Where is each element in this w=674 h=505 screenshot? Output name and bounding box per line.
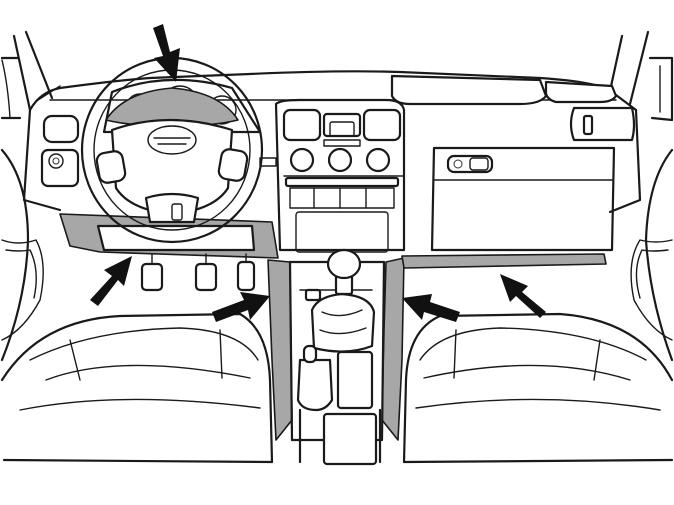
steering-wheel xyxy=(80,56,264,244)
arrow-tunnel-right xyxy=(402,294,460,322)
right-side-vent xyxy=(569,106,636,142)
right-seat xyxy=(402,312,674,464)
left-door-panel xyxy=(0,148,44,362)
right-a-pillar xyxy=(606,30,674,122)
right-sill-trim xyxy=(401,253,607,269)
arrow-steering-wheel xyxy=(153,24,180,82)
arrow-lower-dash-panel xyxy=(90,256,132,306)
left-a-pillar xyxy=(0,30,54,120)
arrow-sill-trim-right xyxy=(500,274,546,318)
left-side-vent xyxy=(40,114,80,188)
center-console xyxy=(267,248,405,466)
right-door-panel xyxy=(630,148,674,362)
pedals xyxy=(140,253,256,292)
glovebox xyxy=(430,146,616,252)
arrow-tunnel-left xyxy=(212,292,270,322)
left-seat xyxy=(0,312,274,464)
center-stack xyxy=(274,98,406,253)
